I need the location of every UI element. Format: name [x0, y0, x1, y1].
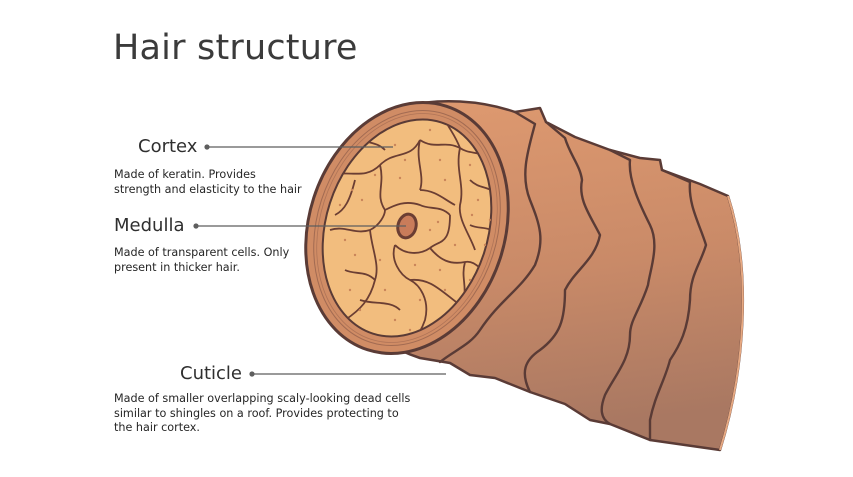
- cortex-description-line: strength and elasticity to the hair: [114, 182, 302, 196]
- medulla-description-line: Made of transparent cells. Only: [114, 246, 290, 259]
- label-cuticle: Cuticle: [180, 363, 243, 384]
- page-title: Hair structure: [113, 28, 358, 68]
- cortex-leader-dot: [204, 144, 210, 150]
- medulla-core: [396, 212, 418, 240]
- medulla-description-line: present in thicker hair.: [114, 260, 240, 274]
- medulla-leader-dot: [193, 223, 199, 229]
- leader-lines: [193, 144, 446, 377]
- medulla-description: Made of transparent cells. Only present …: [114, 246, 289, 275]
- cortex-description: Made of keratin. Provides strength and e…: [114, 168, 302, 197]
- cuticle-scales: [438, 110, 708, 442]
- cuticle-description-line: Made of smaller overlapping scaly-lookin…: [114, 392, 411, 405]
- cuticle-description-line: similar to shingles on a roof. Provides …: [114, 406, 399, 420]
- cuticle-description-line: the hair cortex.: [114, 421, 200, 434]
- label-medulla: Medulla: [114, 215, 185, 236]
- label-cortex: Cortex: [138, 136, 198, 157]
- cuticle-description: Made of smaller overlapping scaly-lookin…: [114, 392, 410, 436]
- cuticle-leader-dot: [249, 371, 255, 377]
- cortex-description-line: Made of keratin. Provides: [114, 168, 256, 181]
